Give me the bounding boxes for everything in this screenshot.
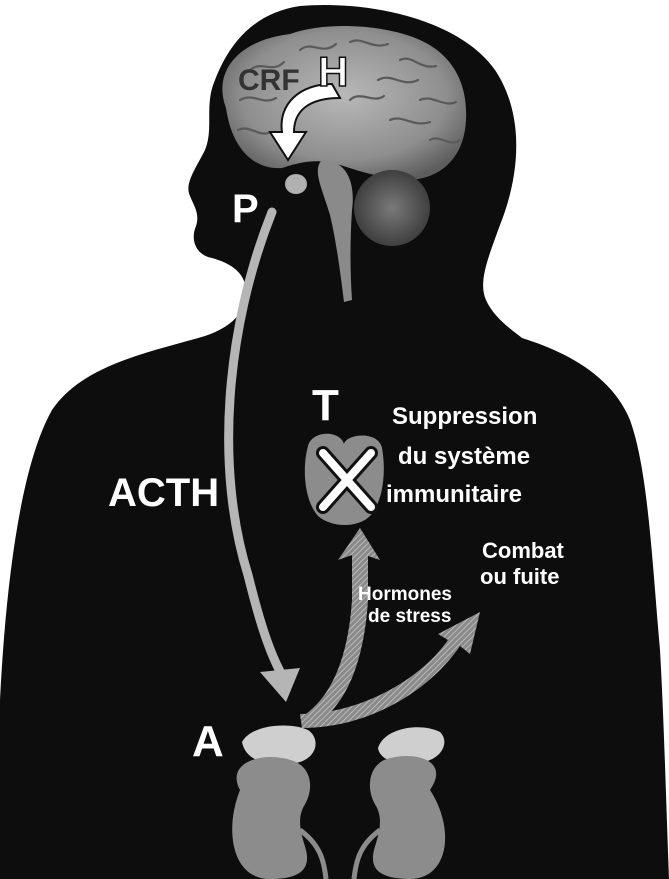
cerebellum (354, 170, 430, 246)
label-thymus: T (312, 381, 339, 430)
label-combat-2: ou fuite (480, 564, 559, 589)
label-suppression-1: Suppression (392, 403, 537, 430)
label-hormones-1: Hormones (358, 584, 452, 605)
label-hypothalamus: H (318, 48, 348, 95)
label-suppression-3: immunitaire (386, 481, 522, 508)
label-crf: CRF (238, 64, 300, 97)
kidney-left (232, 757, 310, 879)
label-pituitary: P (232, 187, 259, 231)
label-hormones-2: de stress (368, 606, 451, 627)
label-suppression-2: du système (398, 443, 530, 470)
label-acth: ACTH (108, 471, 219, 515)
label-adrenal: A (192, 717, 224, 766)
kidney-right (370, 756, 445, 879)
label-combat-1: Combat (482, 538, 565, 563)
pituitary-gland (285, 174, 307, 194)
